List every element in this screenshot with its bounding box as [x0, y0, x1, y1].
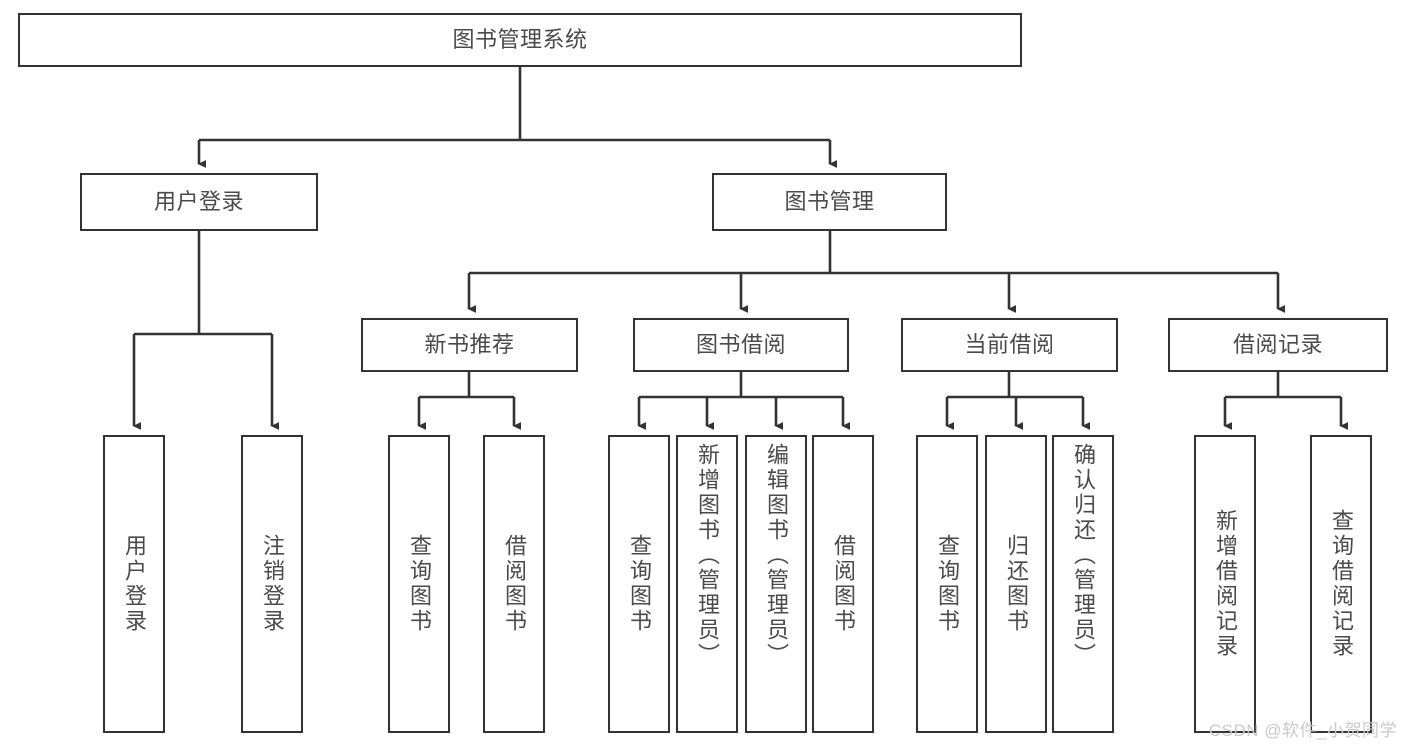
leaf-user-login[interactable]: 用户登录	[103, 435, 165, 733]
leaf-query-book-current-label: 查询图书	[935, 534, 960, 634]
leaf-add-book-admin-label: 新增图书（管理员）	[695, 443, 720, 668]
node-current-borrow-label: 当前借阅	[964, 332, 1055, 358]
leaf-query-book-newbook-label: 查询图书	[407, 534, 432, 634]
leaf-query-book-borrow-label: 查询图书	[627, 534, 652, 634]
node-user-login[interactable]: 用户登录	[80, 173, 318, 231]
leaf-edit-book-admin[interactable]: 编辑图书（管理员）	[745, 435, 807, 733]
leaf-logout[interactable]: 注销登录	[241, 435, 303, 733]
leaf-borrow-book[interactable]: 借阅图书	[812, 435, 874, 733]
node-borrow-record-label: 借阅记录	[1232, 332, 1323, 358]
leaf-borrow-book-newbook[interactable]: 借阅图书	[483, 435, 545, 733]
node-user-login-label: 用户登录	[153, 189, 244, 215]
leaf-confirm-return-admin-label: 确认归还（管理员）	[1071, 443, 1096, 668]
leaf-edit-book-admin-label: 编辑图书（管理员）	[764, 443, 789, 668]
leaf-confirm-return-admin[interactable]: 确认归还（管理员）	[1052, 435, 1114, 733]
leaf-query-borrow-record-label: 查询借阅记录	[1329, 509, 1354, 659]
node-current-borrow[interactable]: 当前借阅	[901, 318, 1118, 372]
node-book-management[interactable]: 图书管理	[712, 173, 947, 231]
node-root[interactable]: 图书管理系统	[18, 13, 1022, 67]
leaf-query-borrow-record[interactable]: 查询借阅记录	[1310, 435, 1372, 733]
leaf-borrow-book-label: 借阅图书	[831, 534, 856, 634]
leaf-add-borrow-record[interactable]: 新增借阅记录	[1194, 435, 1256, 733]
node-new-book-recommend-label: 新书推荐	[424, 332, 515, 358]
node-root-label: 图书管理系统	[452, 27, 588, 53]
node-book-management-label: 图书管理	[784, 189, 875, 215]
node-borrow-record[interactable]: 借阅记录	[1168, 318, 1388, 372]
leaf-return-book-label: 归还图书	[1004, 534, 1029, 634]
node-new-book-recommend[interactable]: 新书推荐	[361, 318, 578, 372]
node-book-borrow[interactable]: 图书借阅	[633, 318, 849, 372]
leaf-query-book-newbook[interactable]: 查询图书	[388, 435, 450, 733]
leaf-return-book[interactable]: 归还图书	[985, 435, 1047, 733]
leaf-logout-label: 注销登录	[260, 534, 285, 634]
leaf-add-book-admin[interactable]: 新增图书（管理员）	[676, 435, 738, 733]
leaf-borrow-book-newbook-label: 借阅图书	[502, 534, 527, 634]
leaf-query-book-borrow[interactable]: 查询图书	[608, 435, 670, 733]
leaf-user-login-label: 用户登录	[122, 534, 147, 634]
leaf-query-book-current[interactable]: 查询图书	[916, 435, 978, 733]
leaf-add-borrow-record-label: 新增借阅记录	[1213, 509, 1238, 659]
node-book-borrow-label: 图书借阅	[695, 332, 786, 358]
